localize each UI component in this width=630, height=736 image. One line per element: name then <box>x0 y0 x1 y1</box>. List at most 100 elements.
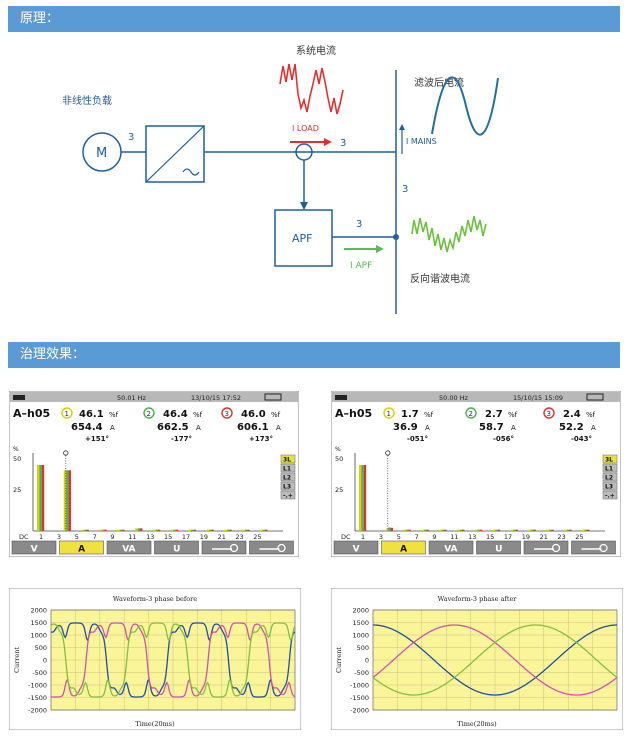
side-button <box>602 490 618 500</box>
harmonic-bar <box>81 529 85 531</box>
function-button <box>476 540 521 555</box>
chart-title: Waveform-3 phase before <box>113 595 197 603</box>
ytick-label: -1500 <box>350 694 369 702</box>
harmonic-bar <box>403 529 407 531</box>
harmonic-bar <box>359 465 362 531</box>
harmonic-bar <box>135 528 138 531</box>
xtick-label: 25 <box>575 533 583 541</box>
harmonic-bar <box>173 529 176 531</box>
freq-readout: 50.00 Hz <box>439 394 469 402</box>
converter-diagonal <box>145 125 205 183</box>
harmonic-bar <box>140 528 143 531</box>
side-button-label: L2 <box>283 475 291 482</box>
harmonic-bar <box>170 529 174 531</box>
phase-2-current-value: 662.5 <box>157 422 189 433</box>
phase-3-number: 3 <box>225 410 229 418</box>
harmonic-bar <box>462 529 465 531</box>
harmonic-bar <box>209 529 212 531</box>
harmonic-bar <box>265 529 268 531</box>
arrow-imains-head <box>399 124 405 130</box>
label-filtered-current: 滤波后电流 <box>414 76 464 89</box>
xtick-label: 5 <box>75 533 79 541</box>
xtick-label: 21 <box>218 533 226 541</box>
signal-icon <box>335 395 347 400</box>
harmonic-bar <box>66 470 69 531</box>
apf-label: APF <box>292 232 313 245</box>
harmonic-bar <box>421 529 424 531</box>
y-axis-label: Current <box>335 647 343 673</box>
y-axis-label: Current <box>13 647 21 673</box>
function-button <box>381 540 426 555</box>
zoom-out-icon <box>551 543 561 553</box>
harmonic-bar <box>37 465 40 531</box>
ytick-label: 1000 <box>30 632 47 640</box>
harmonic-bar <box>262 529 266 531</box>
x-axis-label: Time(20ms) <box>457 720 497 728</box>
phase-3-thd-value: 2.4 <box>563 409 581 420</box>
function-button-label: V <box>31 545 38 555</box>
phase-2-current-unit: A <box>511 424 516 432</box>
side-button-label: L1 <box>605 466 613 473</box>
zoom-in-icon <box>277 543 286 553</box>
function-button <box>249 540 294 555</box>
ytick-label: 500 <box>35 644 47 652</box>
phase-1-thd-value: 1.7 <box>401 409 419 420</box>
harmonic-bar <box>119 529 123 531</box>
series-line-phase-2 <box>50 622 296 698</box>
axis-unit-pct: % <box>335 446 341 453</box>
harmonic-bar <box>569 529 572 531</box>
waveform-reverse-harmonic <box>411 215 487 253</box>
harmonic-bar <box>84 529 87 531</box>
x-axis-label: Time(20ms) <box>135 720 175 728</box>
harmonic-bar <box>439 529 442 531</box>
side-button <box>280 472 296 482</box>
label-iload: I LOAD <box>292 124 319 133</box>
plot-border <box>50 609 296 711</box>
side-button-label: -.+ <box>605 493 615 500</box>
function-button-label: VA <box>122 545 135 555</box>
harmonic-bar <box>510 529 514 531</box>
phase-2-angle: -177° <box>171 435 192 443</box>
harmonic-bar <box>175 529 179 531</box>
harmonic-bar <box>226 529 230 531</box>
series-line-phase-3 <box>372 624 618 696</box>
label-3-main: 3 <box>340 138 346 149</box>
arrow-sensor-apf <box>300 202 308 210</box>
arrow-iload-head <box>324 138 332 146</box>
side-button <box>280 481 296 491</box>
label-3-motor: 3 <box>128 132 134 143</box>
side-button <box>280 454 296 464</box>
zoom-out-icon <box>229 543 239 553</box>
harmonic-bar <box>426 529 429 531</box>
ytick-label: -1000 <box>350 682 369 690</box>
xtick-label: 25 <box>253 533 261 541</box>
xtick-label: 19 <box>522 533 530 541</box>
harmonic-bar <box>68 470 71 531</box>
ytick-25: 25 <box>335 486 343 494</box>
harmonic-bar <box>137 528 141 531</box>
function-button-label: VA <box>444 545 457 555</box>
xtick-label: 3 <box>57 533 61 541</box>
label-system-current: 系统电流 <box>296 44 336 57</box>
phase-1-thd-value: 46.1 <box>79 409 104 420</box>
harmonic-bar <box>247 529 250 531</box>
side-button <box>602 454 618 464</box>
ytick-label: 1000 <box>352 632 369 640</box>
label-3-apf: 3 <box>356 219 362 230</box>
converter-sine-icon <box>182 168 200 176</box>
waveform-filtered-current <box>431 76 499 136</box>
xtick-label: 23 <box>235 533 243 541</box>
principle-diagram: 系统电流 非线性负载 滤波后电流 反向谐波电流 M 3 3 I LOAD 3 I… <box>62 44 499 314</box>
phase-3-current-unit: A <box>591 424 596 432</box>
xtick-label: 17 <box>504 533 512 541</box>
xtick-label: 15 <box>486 533 494 541</box>
side-button-label: 3L <box>283 457 291 464</box>
phase-2-thd-unit: %f <box>193 411 203 419</box>
harmonic-bar <box>423 529 427 531</box>
side-button-label: L3 <box>283 484 291 491</box>
harmonic-bar <box>242 529 245 531</box>
phase-3-thd-value: 46.0 <box>241 409 266 420</box>
ytick-label: 500 <box>357 644 369 652</box>
